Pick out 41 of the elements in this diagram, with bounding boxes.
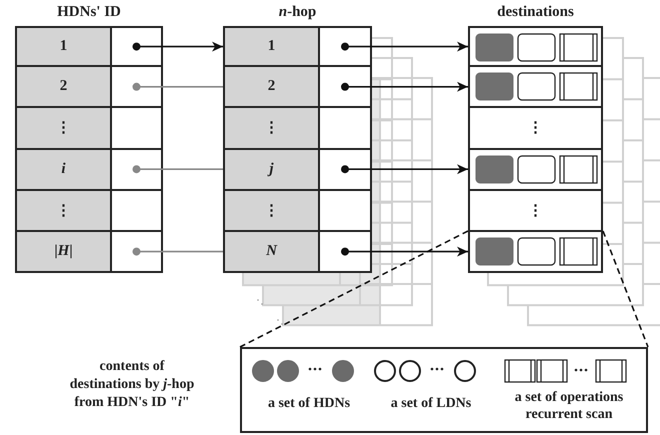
- pointer-cell: [318, 188, 372, 232]
- key-cell: ⋮: [223, 188, 320, 232]
- table-heading: n-hop: [278, 4, 318, 21]
- key-cell: j: [223, 148, 320, 191]
- caption-note: contents of destinations by j-hop from HDN's ID "i": [68, 358, 196, 412]
- pointer-cell: [318, 26, 372, 68]
- pointer-cell: [318, 106, 372, 150]
- destination-cell: [468, 230, 603, 274]
- destination-cell: [468, 65, 603, 108]
- pointer-arrow: [341, 42, 468, 52]
- key-cell: 2: [223, 65, 320, 108]
- key-cell: 2: [15, 65, 112, 108]
- zoom-line: [240, 230, 468, 348]
- destination-cell: [468, 148, 603, 191]
- ellipsis-cell: ⋮: [468, 106, 603, 150]
- ellipsis-cell: ⋮: [468, 188, 603, 232]
- key-cell: N: [223, 230, 320, 274]
- pointer-cell: [110, 26, 163, 68]
- pointer-cell: [318, 148, 372, 191]
- key-cell: 1: [15, 26, 112, 68]
- legend-text: a set of LDNs: [390, 395, 472, 412]
- key-cell: i: [15, 148, 112, 191]
- legend-panel: [240, 347, 648, 433]
- pointer-cell: [318, 230, 372, 274]
- pointer-cell: [318, 65, 372, 108]
- pointer-arrow: [132, 42, 223, 52]
- legend-text: a set of operations recurrent scan: [514, 389, 624, 423]
- destination-cell: [468, 26, 603, 68]
- key-cell: ⋮: [223, 106, 320, 150]
- key-cell: |H|: [15, 230, 112, 274]
- pointer-arrow: [341, 82, 468, 92]
- pointer-cell: [110, 230, 163, 274]
- pointer-arrow: [341, 164, 468, 174]
- pointer-arrow: [341, 246, 468, 257]
- zoom-line: [602, 230, 649, 348]
- key-cell: 1: [223, 26, 320, 68]
- key-cell: ⋮: [15, 106, 112, 150]
- table-heading: destinations: [496, 4, 575, 21]
- key-cell: ⋮: [15, 188, 112, 232]
- table-heading: HDNs' ID: [56, 4, 122, 21]
- legend-text: a set of HDNs: [266, 395, 352, 412]
